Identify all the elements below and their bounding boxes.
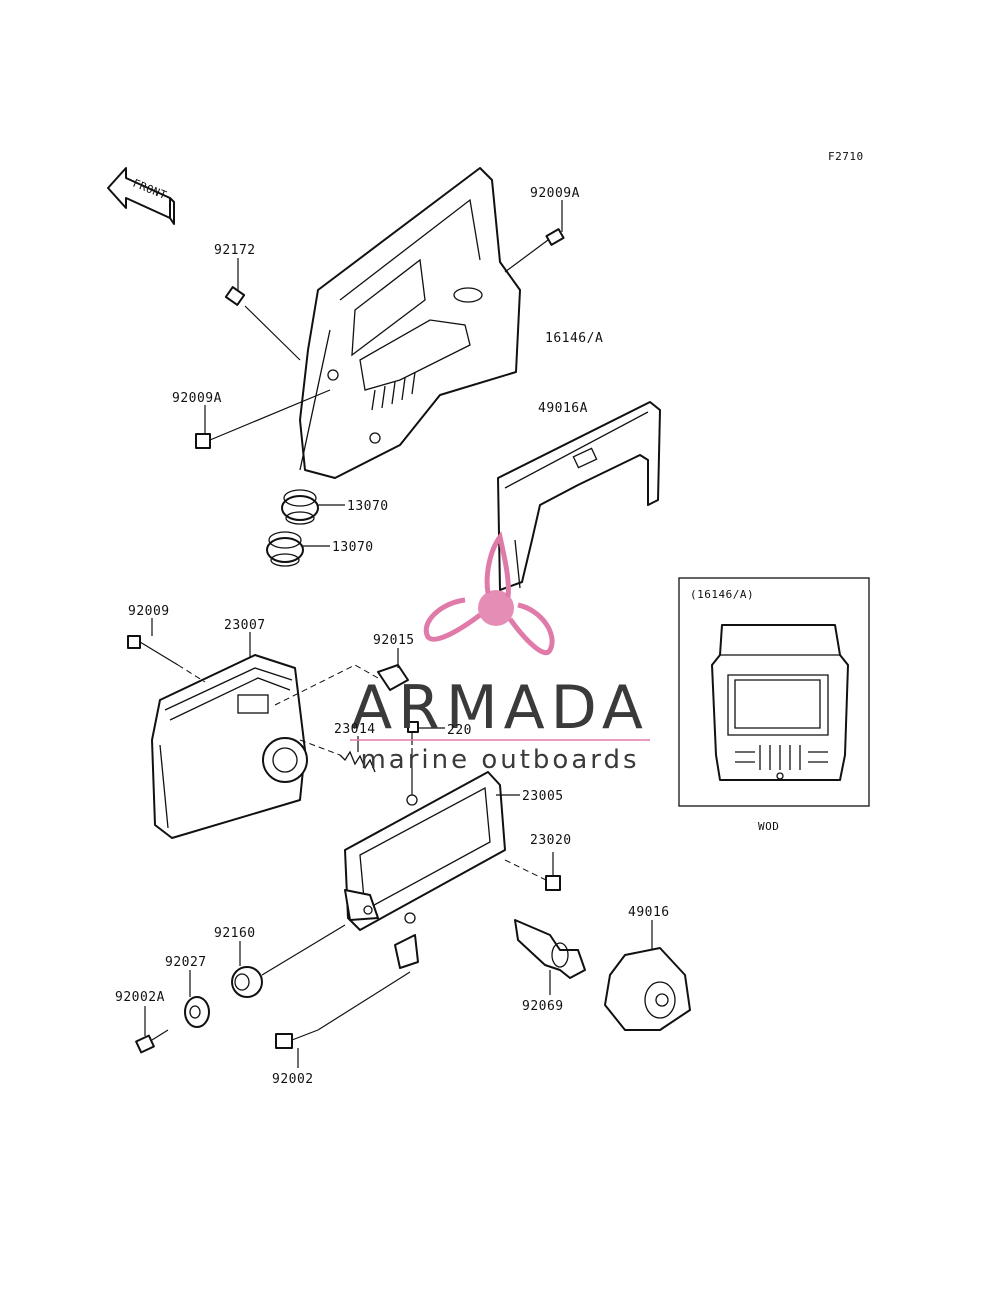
headlight-frame-23005 bbox=[344, 771, 520, 969]
part-label-92002: 92002 bbox=[272, 1072, 314, 1087]
part-label-23007: 23007 bbox=[224, 618, 266, 633]
inset-title: (16146/A) bbox=[690, 588, 754, 601]
screw-92172 bbox=[224, 258, 301, 361]
part-label-92002a: 92002A bbox=[115, 990, 165, 1005]
part-label-92009a-top: 92009A bbox=[530, 186, 580, 201]
part-label-49016a: 49016A bbox=[538, 401, 588, 416]
grommet-13070-b bbox=[266, 531, 330, 567]
part-label-92009: 92009 bbox=[128, 604, 170, 619]
front-arrow-icon: FRONT bbox=[107, 167, 175, 225]
watermark-brand: ARMADA bbox=[351, 673, 649, 743]
clip-92015 bbox=[274, 648, 409, 706]
screw-220 bbox=[407, 721, 445, 745]
part-label-23005: 23005 bbox=[522, 789, 564, 804]
part-label-92009a-left: 92009A bbox=[172, 391, 222, 406]
grommet-13070-a bbox=[281, 489, 345, 525]
part-label-92015: 92015 bbox=[373, 633, 415, 648]
inset-panel: (16146/A) WOD bbox=[678, 577, 870, 833]
part-label-92027: 92027 bbox=[165, 955, 207, 970]
bolt-92002 bbox=[275, 971, 411, 1068]
bolt-92009a-left bbox=[195, 389, 331, 449]
grommet-92160 bbox=[231, 924, 346, 998]
watermark: ARMADA marine outboards bbox=[350, 531, 650, 775]
part-label-92160: 92160 bbox=[214, 926, 256, 941]
part-label-49016: 49016 bbox=[628, 905, 670, 920]
inset-cowl-icon bbox=[711, 624, 849, 781]
part-label-92172: 92172 bbox=[214, 243, 256, 258]
headlight-unit-23007 bbox=[151, 654, 308, 839]
bolt-92009a-top bbox=[504, 200, 565, 273]
boot-49016 bbox=[604, 920, 691, 1031]
headlight-cowl-16146a bbox=[299, 167, 521, 479]
spring-23014 bbox=[299, 736, 376, 773]
collar-92027 bbox=[184, 970, 210, 1028]
bracket-49016a bbox=[497, 401, 661, 591]
propeller-icon bbox=[423, 531, 555, 656]
part-label-16146a: 16146/A bbox=[545, 331, 603, 346]
watermark-tagline: marine outboards bbox=[360, 745, 639, 775]
bulb-92069 bbox=[514, 919, 586, 995]
inset-caption: WOD bbox=[758, 820, 779, 833]
bolt-92009 bbox=[127, 618, 206, 683]
part-label-23014: 23014 bbox=[334, 722, 376, 737]
socket-23020 bbox=[504, 852, 561, 891]
bolt-92002a bbox=[135, 1006, 169, 1054]
figure-code: F2710 bbox=[828, 150, 864, 163]
part-labels: 92009A 92172 16146/A 92009A 49016A 13070 13070… bbox=[115, 186, 670, 1087]
part-label-92069: 92069 bbox=[522, 999, 564, 1014]
part-label-13070-b: 13070 bbox=[332, 540, 374, 555]
part-label-23020: 23020 bbox=[530, 833, 572, 848]
part-label-220: 220 bbox=[447, 723, 472, 738]
part-label-13070-a: 13070 bbox=[347, 499, 389, 514]
